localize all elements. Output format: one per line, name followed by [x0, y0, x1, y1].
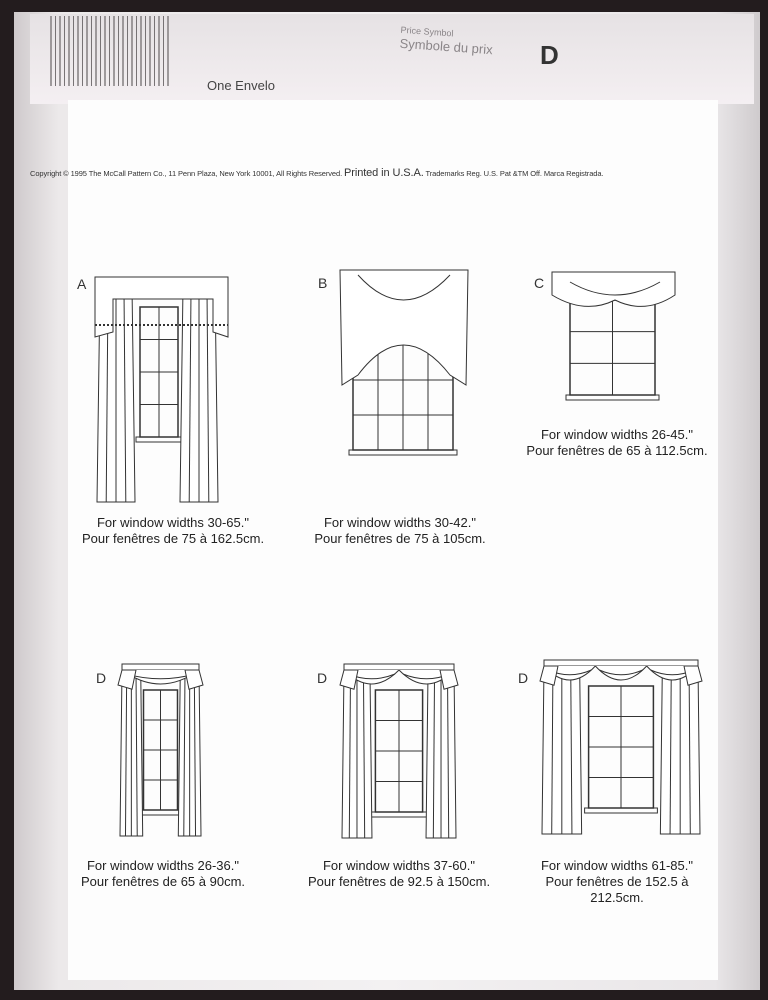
caption-fr-2: 212.5cm.: [590, 890, 644, 905]
swag-fold: [599, 669, 643, 676]
window-sill: [584, 807, 658, 814]
jabot: [539, 665, 559, 686]
figure-d3-drawing: [539, 659, 703, 835]
curtain-rod: [121, 663, 200, 671]
caption-fr: Pour fenêtres de 92.5 à 150cm.: [307, 874, 491, 889]
curtain-fold: [669, 669, 672, 835]
figure-c-label: C: [534, 275, 545, 291]
barcode: [50, 16, 170, 86]
figure-a-caption: For window widths 30-65." Pour fenêtres …: [53, 515, 293, 547]
caption-fr: Pour fenêtres de 65 à 112.5cm.: [526, 443, 708, 458]
jabot: [117, 669, 137, 690]
figure-c-caption: For window widths 26-45." Pour fenêtres …: [497, 427, 737, 459]
figure-d3-caption: For window widths 61-85." Pour fenêtres …: [497, 858, 737, 906]
caption-fr: Pour fenêtres de 152.5 à: [545, 874, 689, 889]
figure-a-label: A: [77, 276, 87, 292]
cornice: [94, 276, 229, 338]
window-sill: [565, 394, 660, 401]
caption-en: For window widths 26-45.": [540, 427, 693, 442]
caption-en: For window widths 30-65.": [96, 515, 249, 530]
jabot: [683, 665, 703, 686]
curtain-fold: [551, 669, 554, 835]
curtain-fold: [124, 673, 128, 837]
jabot: [184, 669, 204, 690]
valance-fold: [569, 281, 661, 296]
curtain-fold: [447, 673, 450, 839]
curtain-fold: [432, 673, 436, 839]
swag-fold: [357, 274, 451, 301]
caption-en: For window widths 26-36.": [86, 858, 239, 873]
swag: [594, 665, 648, 681]
valance: [551, 271, 676, 307]
figure-a-drawing: [94, 276, 229, 503]
figure-d1-label: D: [96, 670, 107, 686]
figure-d1-drawing: [117, 663, 204, 837]
curtain-fold: [193, 673, 197, 837]
copyright-line: Copyright © 1995 The McCall Pattern Co.,…: [30, 167, 720, 179]
figure-d2-caption: For window widths 37-60." Pour fenêtres …: [279, 858, 519, 890]
curtain-fold: [135, 673, 138, 837]
curtain-fold: [206, 290, 210, 503]
figure-d2-label: D: [317, 670, 328, 686]
jabot: [439, 669, 459, 690]
curtain-fold: [183, 673, 186, 837]
paper-insert: [68, 100, 718, 980]
window-sill: [348, 449, 458, 456]
curtain-fold: [362, 673, 366, 839]
price-letter: D: [540, 40, 559, 70]
caption-en: For window widths 30-42.": [323, 515, 476, 530]
printed-in: Printed in U.S.A.: [344, 167, 424, 179]
curtain-fold: [188, 290, 192, 503]
copyright-text: Copyright © 1995 The McCall Pattern Co.,…: [30, 169, 343, 178]
swag-jabot: [339, 269, 469, 386]
curtain-fold: [688, 669, 691, 835]
figure-b-drawing: [339, 269, 469, 456]
figure-d3-label: D: [518, 670, 529, 686]
curtain-fold: [123, 290, 127, 503]
curtain-rod: [343, 663, 455, 671]
caption-fr: Pour fenêtres de 65 à 90cm.: [80, 874, 246, 889]
one-envelope-text: One Envelo: [207, 78, 275, 93]
caption-en: For window widths 61-85.": [540, 858, 693, 873]
trademarks-text: Trademarks Reg. U.S. Pat &TM Off. Marca …: [425, 169, 604, 178]
figure-d1-caption: For window widths 26-36." Pour fenêtres …: [43, 858, 283, 890]
curtain-rod: [543, 659, 699, 667]
jabot: [339, 669, 359, 690]
figure-b-caption: For window widths 30-42." Pour fenêtres …: [280, 515, 520, 547]
figure-c-drawing: [551, 271, 676, 401]
caption-en: For window widths 37-60.": [322, 858, 475, 873]
figure-d2-drawing: [339, 663, 459, 839]
caption-fr: Pour fenêtres de 75 à 105cm.: [314, 531, 486, 546]
curtain-fold: [570, 669, 573, 835]
curtain-fold: [348, 673, 351, 839]
figure-b-label: B: [318, 275, 328, 291]
caption-fr: Pour fenêtres de 75 à 162.5cm.: [81, 531, 265, 546]
